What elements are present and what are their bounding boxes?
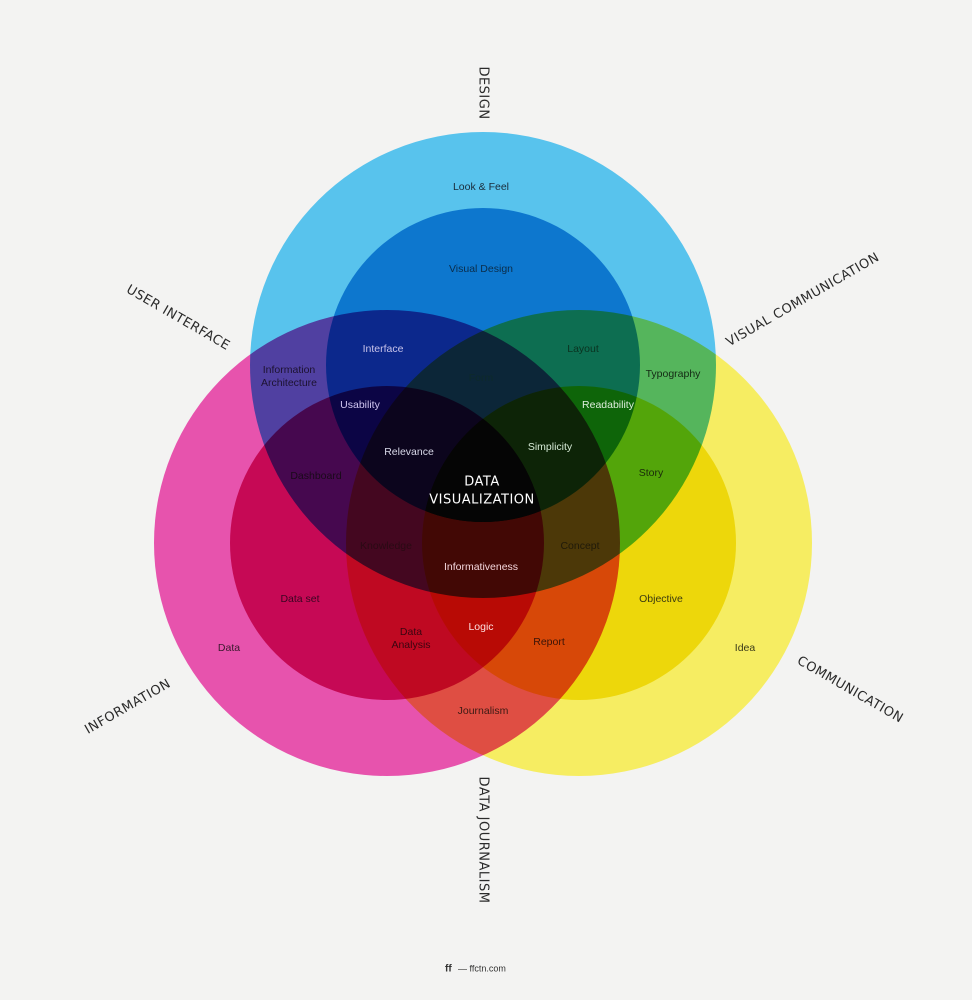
label-journalism: Journalism <box>458 705 509 717</box>
label-look-feel: Look & Feel <box>453 181 509 193</box>
credit-logo: ff <box>445 964 452 975</box>
label-concept: Concept <box>560 540 599 552</box>
axis-information: INFORMATION <box>82 676 173 737</box>
label-readability: Readability <box>582 399 635 411</box>
label-logic: Logic <box>468 621 493 633</box>
label-layout: Layout <box>567 343 599 355</box>
axis-communication: COMMUNICATION <box>794 654 905 727</box>
label-usability: Usability <box>340 399 380 411</box>
label-knowledge: Knowledge <box>360 540 412 552</box>
label-data: Data <box>218 642 240 654</box>
center-title-line2: VISUALIZATION <box>429 493 535 508</box>
label-visual-design: Visual Design <box>449 263 513 275</box>
credit-text: — ffctn.com <box>458 963 506 973</box>
label-data-set: Data set <box>280 593 319 605</box>
label-form: Form <box>469 372 494 384</box>
label-interface: Interface <box>363 343 404 355</box>
label-dashboard: Dashboard <box>290 470 342 482</box>
circles-group <box>154 132 812 776</box>
label-report: Report <box>533 636 565 648</box>
axis-design: DESIGN <box>476 66 491 119</box>
label-typography: Typography <box>646 368 702 380</box>
axis-user-interface: USER INTERFACE <box>124 282 233 354</box>
label-idea: Idea <box>735 642 756 654</box>
label-data-analysis-1: Data <box>400 626 422 638</box>
label-data-analysis-2: Analysis <box>391 639 430 651</box>
label-relevance: Relevance <box>384 446 434 458</box>
label-simplicity: Simplicity <box>528 441 573 453</box>
center-title-line1: DATA <box>464 475 500 490</box>
label-story: Story <box>639 467 664 479</box>
label-information-architecture-1: Information <box>263 364 316 376</box>
label-information-architecture-2: Architecture <box>261 377 317 389</box>
axis-visual-communication: VISUAL COMMUNICATION <box>724 250 882 350</box>
label-informativeness: Informativeness <box>444 561 518 573</box>
axis-data-journalism: DATA JOURNALISM <box>476 777 491 904</box>
label-objective: Objective <box>639 593 683 605</box>
